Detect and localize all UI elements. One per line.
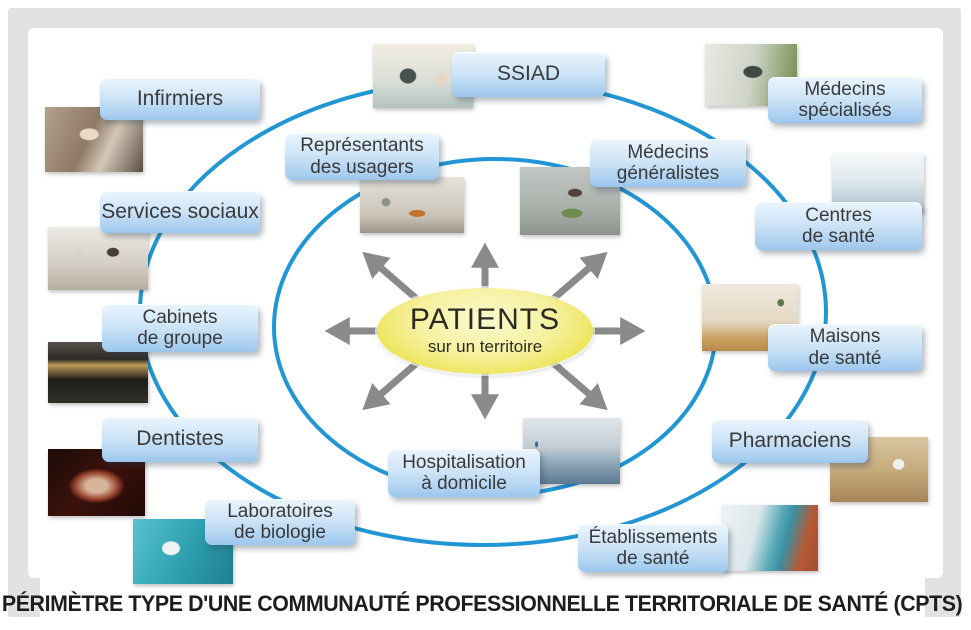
arrow-northwest-icon — [362, 251, 421, 303]
caption-bar: PÉRIMÈTRE TYPE D'UNE COMMUNAUTÉ PROFESSI… — [2, 578, 963, 630]
node-label-line2: généralistes — [616, 163, 720, 184]
patients-ellipse: PATIENTS sur un territoire — [377, 288, 593, 374]
node-label-line2: de groupe — [137, 328, 223, 349]
node-dentistes: Dentistes — [102, 417, 258, 462]
node-services-sociaux: Services sociaux — [100, 191, 260, 233]
node-pharmaciens: Pharmaciens — [712, 419, 868, 463]
photo-services-sociaux — [48, 227, 148, 290]
photo-etablissements-sante — [722, 505, 818, 571]
node-label-line2: de biologie — [234, 522, 326, 543]
node-centres-de-sante: Centres de santé — [755, 202, 922, 250]
arrow-southeast-icon — [549, 359, 608, 411]
node-label-line1: Établissements — [588, 526, 718, 548]
patients-subtitle: sur un territoire — [427, 337, 543, 357]
node-label-line1: Représentants — [300, 135, 424, 157]
node-label-line1: Laboratoires — [227, 500, 333, 522]
node-cabinets-de-groupe: Cabinets de groupe — [102, 304, 258, 352]
node-label-line2: spécialisés — [798, 100, 892, 121]
node-label-line1: Cabinets — [142, 306, 218, 328]
photo-cabinets-de-groupe — [48, 342, 148, 403]
node-label-line2: de santé — [802, 226, 875, 247]
node-label: SSIAD — [496, 62, 561, 86]
node-label-line1: Médecins — [804, 78, 886, 100]
node-ssiad: SSIAD — [452, 52, 605, 97]
node-label-line1: Médecins — [627, 141, 709, 163]
node-maisons-de-sante: Maisons de santé — [768, 324, 922, 371]
node-label-line1: Hospitalisation — [402, 451, 526, 473]
node-medecins-generalistes: Médecins généralistes — [590, 139, 746, 187]
photo-representants-usagers — [360, 177, 464, 233]
node-medecins-specialises: Médecins spécialisés — [768, 77, 922, 123]
node-label-line1: Centres — [805, 204, 872, 226]
node-laboratoires-biologie: Laboratoires de biologie — [205, 499, 355, 545]
node-representants-usagers: Représentants des usagers — [285, 133, 439, 180]
node-label: Dentistes — [136, 427, 224, 451]
arrow-southwest-icon — [362, 359, 421, 411]
patients-title: PATIENTS — [409, 303, 561, 337]
caption-text: PÉRIMÈTRE TYPE D'UNE COMMUNAUTÉ PROFESSI… — [2, 591, 963, 616]
node-label-line2: de santé — [616, 548, 690, 569]
node-label-line2: des usagers — [310, 156, 414, 178]
node-etablissements-sante: Établissements de santé — [578, 524, 728, 572]
node-label-line2: à domicile — [421, 473, 507, 494]
arrow-northeast-icon — [549, 251, 608, 303]
node-label: Infirmiers — [136, 86, 224, 110]
node-infirmiers: Infirmiers — [100, 78, 260, 120]
node-hospitalisation-domicile: Hospitalisation à domicile — [388, 449, 540, 497]
node-label-line2: de santé — [808, 347, 882, 369]
node-label-line1: Maisons — [809, 326, 881, 348]
node-label: Services sociaux — [101, 199, 259, 223]
node-label: Pharmaciens — [728, 428, 852, 452]
